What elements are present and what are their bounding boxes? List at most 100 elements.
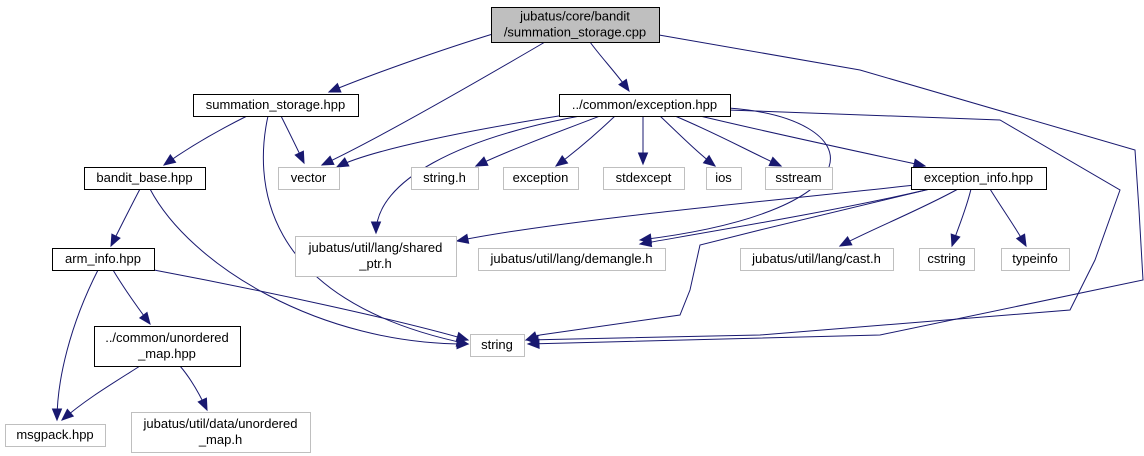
edge-line: [527, 34, 1144, 345]
edge-root-to-string: [526, 34, 1144, 349]
edge-exception_info_hpp-to-string: [524, 188, 931, 342]
edge-arm_info_hpp-to-string: [153, 269, 470, 342]
edge-exception_hpp-to-vector: [335, 114, 566, 168]
node-arm_info_hpp[interactable]: arm_info.hpp: [52, 248, 155, 271]
arrowhead-icon: [950, 233, 961, 248]
edge-summation_storage_hpp-to-vector: [280, 115, 305, 165]
edge-line: [328, 32, 497, 93]
node-cast_h: jubatus/util/lang/cast.h: [740, 248, 894, 271]
node-bandit_base_hpp[interactable]: bandit_base.hpp: [84, 167, 206, 190]
node-label: sstream: [775, 170, 821, 185]
node-label: string: [481, 337, 513, 352]
node-box: [1001, 248, 1070, 271]
arrowhead-icon: [524, 331, 539, 342]
node-label: ../common/exception.hpp: [572, 97, 717, 112]
edge-line: [639, 107, 831, 241]
node-sstream: sstream: [765, 167, 833, 190]
arrowhead-icon: [474, 156, 489, 167]
arrowhead-icon: [162, 154, 177, 166]
node-box: [765, 167, 833, 190]
arrowhead-icon: [335, 157, 350, 168]
node-label: _map.hpp: [137, 346, 196, 361]
node-label: ../common/unordered: [105, 330, 229, 345]
arrowhead-icon: [768, 156, 783, 167]
edge-line: [262, 115, 469, 345]
node-label: typeinfo: [1012, 251, 1058, 266]
arrowhead-icon: [455, 331, 470, 342]
edge-summation_storage_hpp-to-bandit_base_hpp: [162, 115, 248, 166]
node-string_h: string.h: [411, 167, 479, 190]
edge-line: [525, 188, 931, 341]
node-label: jubatus/util/data/unordered: [143, 416, 298, 431]
node-exception_hpp[interactable]: ../common/exception.hpp: [559, 94, 731, 117]
edge-exception_hpp-to-shared_ptr_h: [370, 115, 581, 235]
arrowhead-icon: [110, 233, 121, 248]
node-vector: vector: [278, 167, 340, 190]
node-box: [740, 248, 894, 271]
node-summation_storage_hpp[interactable]: summation_storage.hpp: [193, 94, 359, 117]
arrowhead-icon: [456, 338, 470, 350]
edge-line: [839, 188, 959, 247]
edges-layer: [51, 32, 1144, 422]
edge-exception_hpp-to-exception_info_hpp: [699, 115, 927, 169]
edge-summation_storage_hpp-to-string: [262, 115, 470, 347]
edge-line: [56, 269, 99, 421]
node-box: [478, 248, 666, 271]
arrowhead-icon: [912, 158, 927, 169]
node-box: [131, 412, 311, 453]
arrowhead-icon: [138, 311, 151, 326]
edge-line: [153, 269, 469, 341]
arrowhead-icon: [61, 408, 75, 421]
node-label: jubatus/util/lang/shared: [308, 240, 443, 255]
edge-bandit_base_hpp-to-string: [149, 188, 470, 350]
node-box: [94, 326, 241, 367]
node-box: [295, 236, 457, 277]
arrowhead-icon: [702, 154, 717, 167]
edge-line: [674, 115, 782, 167]
edge-line: [526, 109, 1121, 341]
edge-root-to-vector: [320, 41, 546, 166]
node-label: jubatus/util/lang/cast.h: [751, 251, 881, 266]
node-msgpack_hpp: msgpack.hpp: [5, 424, 106, 447]
node-data_unordered_map_h: jubatus/util/data/unordered_map.h: [131, 412, 311, 453]
edge-exception_info_hpp-to-shared_ptr_h: [455, 184, 916, 244]
node-box: [5, 424, 106, 447]
node-label: vector: [291, 170, 327, 185]
edge-line: [475, 115, 601, 167]
nodes-layer: jubatus/core/bandit/summation_storage.cp…: [5, 7, 1070, 453]
edge-exception_hpp-to-ios: [659, 115, 717, 167]
node-label: summation_storage.hpp: [206, 97, 345, 112]
node-box: [911, 167, 1047, 190]
node-string: string: [470, 334, 525, 357]
node-box: [193, 94, 359, 117]
arrowhead-icon: [370, 221, 382, 235]
node-box: [919, 248, 975, 271]
edge-line: [375, 115, 581, 234]
node-box: [52, 248, 155, 271]
node-label: stdexcept: [616, 170, 672, 185]
node-label: exception_info.hpp: [924, 170, 1033, 185]
arrowhead-icon: [327, 82, 342, 93]
edge-line: [163, 115, 248, 166]
edge-exception_hpp-to-stdexcept: [637, 116, 649, 166]
edge-line: [456, 184, 916, 242]
arrowhead-icon: [455, 233, 470, 244]
arrowhead-icon: [637, 152, 649, 166]
edge-line: [699, 115, 926, 167]
node-box: [603, 167, 685, 190]
node-cstring: cstring: [919, 248, 975, 271]
arrowhead-icon: [638, 236, 653, 248]
edge-unordered_map_hpp-to-msgpack_hpp: [61, 365, 141, 421]
node-unordered_map_hpp[interactable]: ../common/unordered_map.hpp: [94, 326, 241, 367]
edge-unordered_map_hpp-to-data_unordered_map_h: [179, 365, 208, 412]
node-label: jubatus/core/bandit: [519, 9, 630, 24]
node-label: msgpack.hpp: [16, 427, 93, 442]
node-label: ios: [715, 170, 732, 185]
edge-line: [61, 365, 141, 421]
node-label: /summation_storage.cpp: [504, 25, 646, 40]
node-box: [706, 167, 742, 190]
edge-root-to-exception_hpp: [589, 41, 630, 93]
node-exception_info_hpp[interactable]: exception_info.hpp: [911, 167, 1047, 190]
edge-exception_hpp-to-string_h: [474, 115, 601, 167]
edge-arm_info_hpp-to-msgpack_hpp: [51, 269, 99, 422]
